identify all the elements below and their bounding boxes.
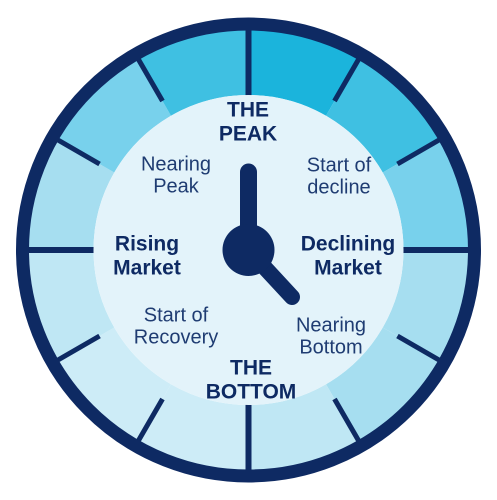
minor-tick-mark <box>54 333 101 364</box>
clock-segment <box>26 139 115 250</box>
clock-segment <box>26 250 115 361</box>
label-start-of-decline: Start of decline <box>306 154 372 199</box>
label-nearing-bottom: Nearing Bottom <box>295 314 367 359</box>
minor-tick-mark <box>332 397 362 444</box>
label-start-of-recovery: Start of Recovery <box>133 304 219 349</box>
label-the-bottom: THE BOTTOM <box>205 356 297 403</box>
clock-tick-marks <box>26 28 471 472</box>
clock-segment <box>326 327 441 443</box>
clock-segment <box>248 28 360 116</box>
clock-segment <box>326 57 441 173</box>
clock-segment <box>248 384 360 472</box>
clock-segment <box>137 384 249 472</box>
clock-segment <box>382 139 471 250</box>
minor-tick-mark <box>332 56 362 103</box>
clock-segment <box>137 28 249 116</box>
minor-tick-mark <box>135 397 165 444</box>
clock-segment <box>382 250 471 361</box>
label-rising-market: Rising Market <box>113 232 181 279</box>
minor-tick-mark <box>135 56 165 103</box>
clock-center-hub <box>222 224 275 276</box>
clock-segments <box>26 28 471 472</box>
minor-tick-mark <box>396 333 443 364</box>
clock-rim <box>16 17 481 483</box>
minor-tick-mark <box>396 136 443 167</box>
clock-segment <box>56 57 172 173</box>
label-the-peak: THE PEAK <box>218 98 278 145</box>
label-nearing-peak: Nearing Peak <box>140 153 212 198</box>
minor-tick-mark <box>54 136 101 167</box>
clock-segment <box>56 327 172 443</box>
label-declining-market: Declining Market <box>300 232 396 279</box>
